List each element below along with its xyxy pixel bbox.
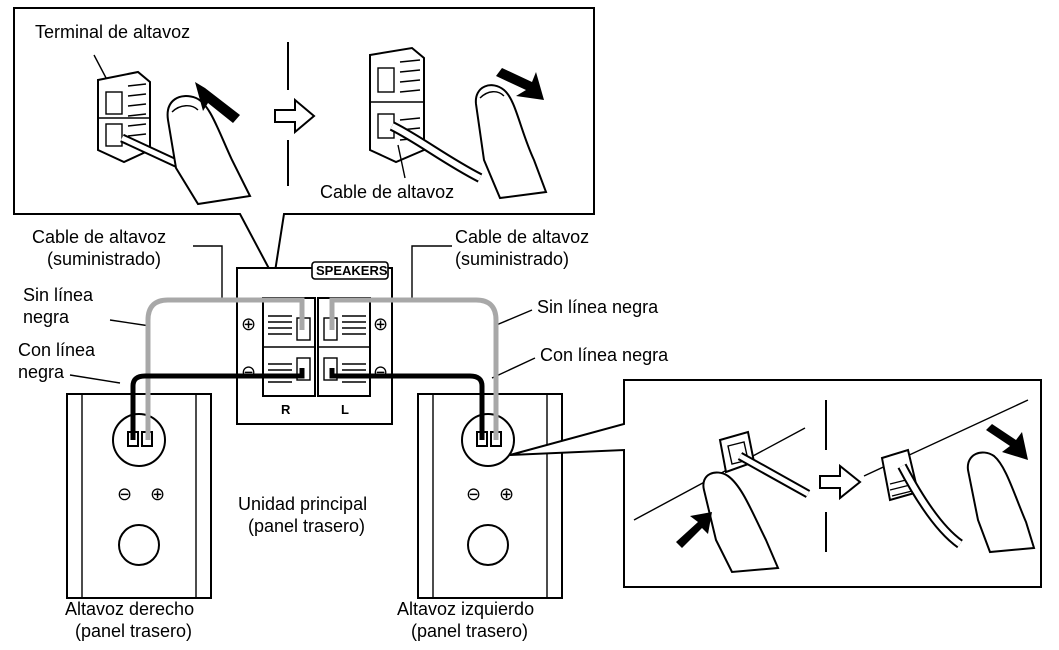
speaker-finger-left-icon — [702, 471, 780, 574]
right-speaker-minus: ⊖ — [117, 484, 132, 504]
speakers-badge: SPEAKERS — [316, 263, 388, 278]
arrow-outline-icon — [274, 97, 316, 135]
cable-supplied-right-line1: Cable de altavoz — [455, 227, 589, 247]
gray-wire-left — [145, 297, 305, 440]
speaker-terminal-callout — [509, 379, 1042, 588]
main-unit-panel: SPEAKERS ⊕ ⊖ ⊕ ⊖ R L Unidad principal (p… — [236, 261, 393, 536]
gray-wire-right — [329, 297, 499, 440]
left-speaker-line1: Altavoz izquierdo — [397, 599, 534, 619]
finger-right-icon — [474, 84, 548, 200]
left-speaker-minus: ⊖ — [466, 484, 481, 504]
cable-supplied-right-line2: (suministrado) — [455, 249, 569, 269]
main-unit-line2: (panel trasero) — [248, 516, 365, 536]
black-right: Con línea negra — [540, 345, 669, 365]
leader-lines — [69, 245, 536, 384]
black-wire-left — [130, 368, 305, 440]
black-wire-right — [329, 368, 485, 440]
left-speaker-plus: ⊕ — [499, 484, 514, 504]
cable-top-label: Cable de altavoz — [320, 182, 454, 202]
no-black-left-line2: negra — [23, 307, 70, 327]
cable-supplied-left-line1: Cable de altavoz — [32, 227, 166, 247]
no-black-right: Sin línea negra — [537, 297, 659, 317]
right-speaker: ⊖ ⊕ Altavoz derecho (panel trasero) — [65, 393, 212, 641]
speaker-release-arrow-icon — [986, 424, 1028, 460]
no-black-left-line1: Sin línea — [23, 285, 94, 305]
right-speaker-line2: (panel trasero) — [75, 621, 192, 641]
minus-left: ⊖ — [241, 362, 256, 382]
speaker-finger-right-icon — [966, 451, 1036, 554]
black-left-line1: Con línea — [18, 340, 96, 360]
right-speaker-line1: Altavoz derecho — [65, 599, 194, 619]
arrow-release-icon — [496, 68, 544, 100]
terminal-clip-pressed — [97, 70, 151, 164]
minus-right: ⊖ — [373, 362, 388, 382]
channel-r: R — [281, 402, 291, 417]
right-speaker-plus: ⊕ — [150, 484, 165, 504]
left-speaker-line2: (panel trasero) — [411, 621, 528, 641]
channel-l: L — [341, 402, 349, 417]
main-unit-line1: Unidad principal — [238, 494, 367, 514]
plus-left: ⊕ — [241, 314, 256, 334]
speaker-arrow-outline-icon — [819, 463, 862, 501]
terminal-label: Terminal de altavoz — [35, 22, 190, 42]
arrow-filled-icon — [195, 82, 240, 123]
wires — [130, 297, 499, 440]
cable-supplied-left-line2: (suministrado) — [47, 249, 161, 269]
speaker-push-arrow-icon — [676, 512, 712, 548]
top-callout: Terminal de altavoz — [13, 7, 595, 282]
cable-top-leader — [397, 144, 406, 179]
black-left-line2: negra — [18, 362, 65, 382]
plus-right: ⊕ — [373, 314, 388, 334]
